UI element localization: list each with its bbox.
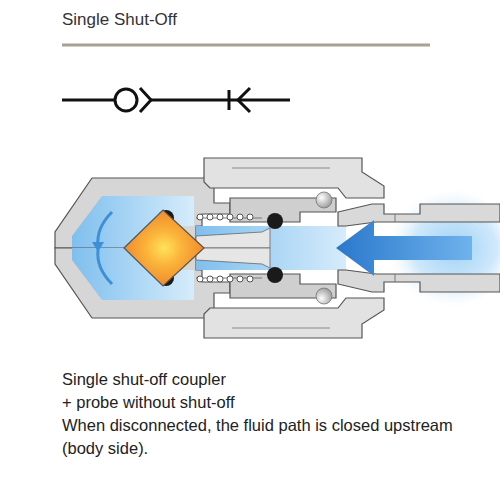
description-line: + probe without shut-off bbox=[62, 391, 457, 414]
title: Single Shut-Off bbox=[62, 10, 177, 30]
coupling-symbol bbox=[62, 88, 290, 112]
description-block: Single shut-off coupler+ probe without s… bbox=[62, 368, 457, 460]
title-rule bbox=[62, 44, 430, 47]
flow-arrow bbox=[336, 220, 472, 276]
valve-poppet bbox=[124, 210, 204, 286]
description-line: When disconnected, the fluid path is clo… bbox=[62, 414, 457, 460]
description-line: Single shut-off coupler bbox=[62, 368, 457, 391]
